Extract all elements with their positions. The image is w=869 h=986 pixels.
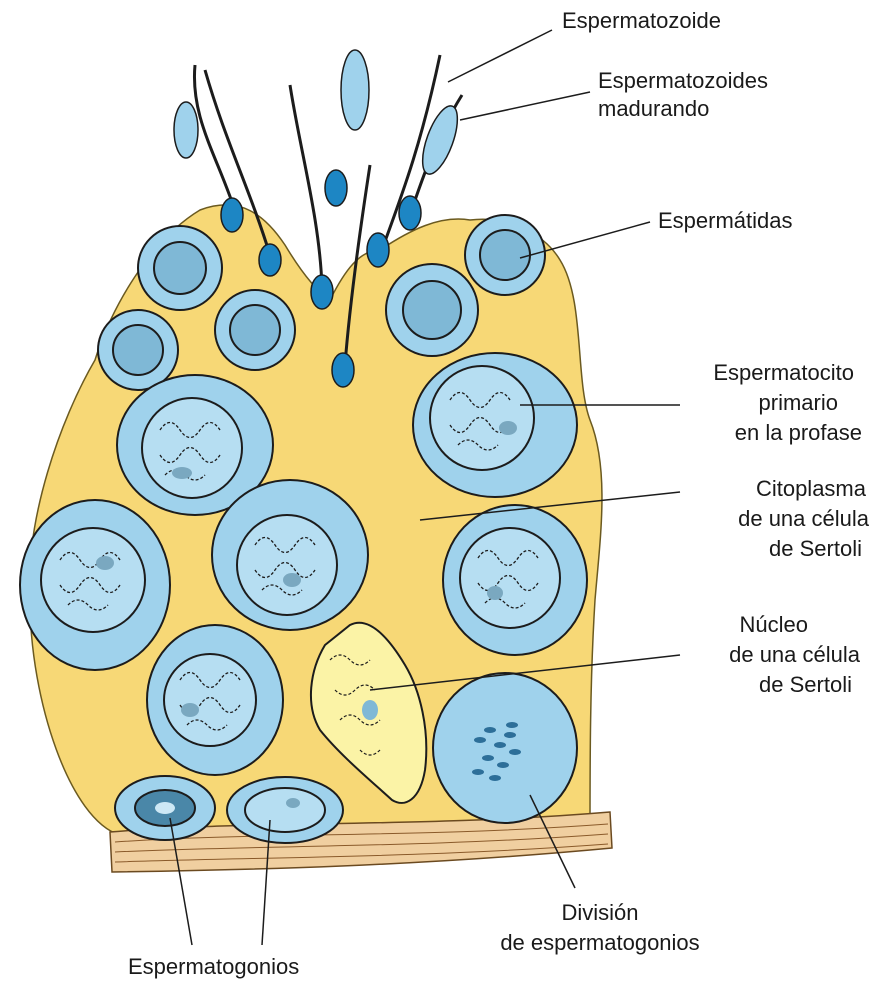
sperm-head: [311, 275, 333, 309]
sperm-head: [367, 233, 389, 267]
label-citoplasma-1: Citoplasma: [640, 476, 866, 502]
label-division-1: División: [490, 900, 710, 926]
leader-maduran: [460, 92, 590, 120]
sperm-head: [259, 244, 281, 276]
sperm-tail: [290, 85, 322, 288]
spermatocyte-nucleus: [41, 528, 145, 632]
dividing-spermatogonium: [433, 673, 577, 823]
sperm-head: [332, 353, 354, 387]
spermatocyte-nucleus: [460, 528, 560, 628]
label-espermatidas: Espermátidas: [658, 208, 793, 234]
spermatocyte-nucleus: [164, 654, 256, 746]
label-nucleo-1: Núcleo: [640, 612, 808, 638]
sperm-head: [174, 102, 198, 158]
label-citoplasma-2: de una célula: [640, 506, 869, 532]
sperm-head: [341, 50, 369, 130]
leader-espermatozoide: [448, 30, 552, 82]
spermatid-nucleus: [480, 230, 530, 280]
label-espermatozoides-madurando-2: madurando: [598, 96, 709, 122]
spermatogonium-nucleus: [245, 788, 325, 832]
label-espermatocito-3: en la profase: [640, 420, 862, 446]
spermatid-nucleus: [154, 242, 206, 294]
label-espermatocito-2: primario: [640, 390, 838, 416]
label-nucleo-3: de Sertoli: [640, 672, 852, 698]
label-espermatozoide: Espermatozoide: [562, 8, 721, 34]
spermatid-nucleus: [403, 281, 461, 339]
label-espermatozoides-madurando-1: Espermatozoides: [598, 68, 768, 94]
sertoli-nucleolus: [362, 700, 378, 720]
spermatid-nucleus: [230, 305, 280, 355]
label-espermatogonios: Espermatogonios: [128, 954, 299, 980]
sperm-head: [325, 170, 347, 206]
sperm-head: [415, 102, 464, 179]
sperm-head: [221, 198, 243, 232]
label-nucleo-2: de una célula: [640, 642, 860, 668]
label-espermatocito-1: Espermatocito: [640, 360, 854, 386]
sperm-head: [399, 196, 421, 230]
sperm-tail: [194, 65, 238, 220]
spermatid-nucleus: [113, 325, 163, 375]
label-citoplasma-3: de Sertoli: [640, 536, 862, 562]
spermatocyte-nucleus: [237, 515, 337, 615]
label-division-2: de espermatogonios: [490, 930, 710, 956]
